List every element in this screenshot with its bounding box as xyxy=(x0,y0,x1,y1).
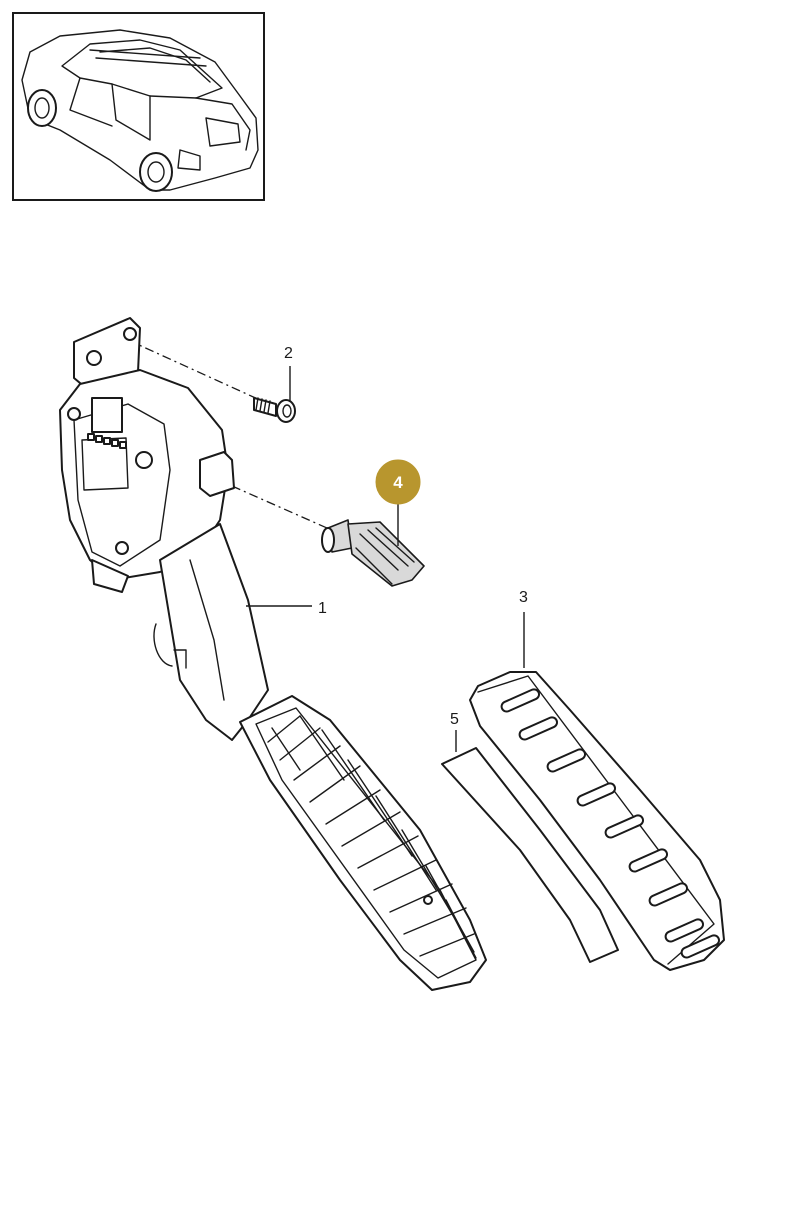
callout-3[interactable]: 3 xyxy=(519,589,528,606)
vehicle-thumbnail[interactable] xyxy=(12,12,265,201)
callout-4[interactable]: 4 xyxy=(393,473,403,492)
screw[interactable] xyxy=(253,397,296,423)
cover-ribs xyxy=(500,688,721,959)
accelerator-pedal-assembly[interactable] xyxy=(59,317,487,991)
callout-2[interactable]: 2 xyxy=(284,345,293,362)
callout-1[interactable]: 1 xyxy=(318,600,327,617)
suv-icon xyxy=(21,29,259,192)
callout-4-badge[interactable]: 4 xyxy=(375,459,421,505)
adhesive-strip[interactable] xyxy=(441,747,619,963)
callout-5[interactable]: 5 xyxy=(450,711,459,728)
connector-guide-line xyxy=(231,485,337,533)
pedal-grip-pattern xyxy=(267,715,477,959)
pedal-cover[interactable] xyxy=(469,671,725,971)
highlight-badge xyxy=(375,459,421,505)
connector-clip[interactable] xyxy=(321,519,425,587)
connector-pins xyxy=(87,433,127,449)
